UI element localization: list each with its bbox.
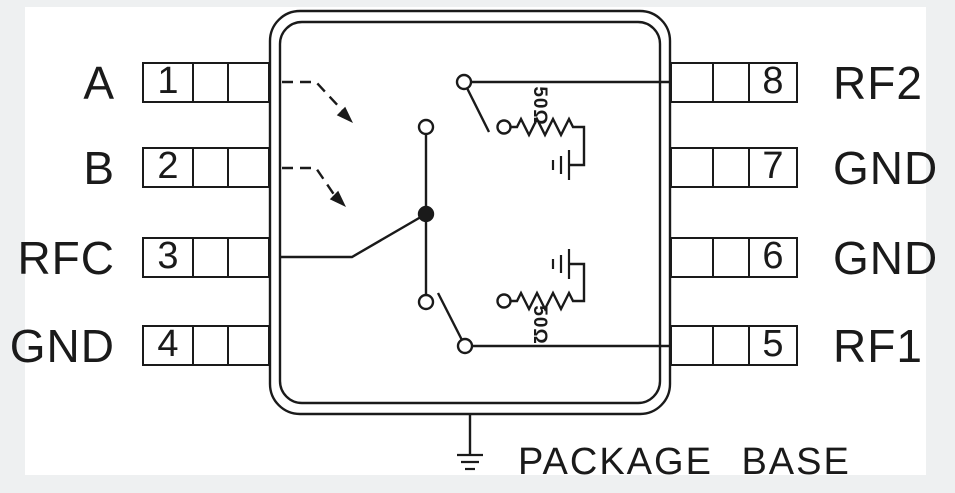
pin-cell xyxy=(229,239,268,276)
pin-number-5: 5 xyxy=(762,323,784,365)
pin-label-gnd-4: GND xyxy=(9,319,115,372)
pin-cell xyxy=(714,239,750,276)
pole-bottom-contact xyxy=(417,293,435,311)
pin-cell xyxy=(194,327,229,364)
termination-bottom-contact xyxy=(496,293,512,309)
resistor-value-bottom: 50Ω xyxy=(529,305,550,345)
pin-number-8: 8 xyxy=(762,60,784,102)
pin-cell xyxy=(672,239,714,276)
pin-box-4: 4 xyxy=(142,323,270,366)
rfc-feed-line xyxy=(280,212,427,259)
pin-number-7: 7 xyxy=(762,145,784,187)
pin-number-4: 4 xyxy=(144,323,194,365)
switch-contact-circles xyxy=(417,73,512,355)
pin-cell xyxy=(714,327,750,364)
pin-cell xyxy=(714,64,750,101)
pin-label-gnd-6: GND xyxy=(833,231,939,284)
rf1-switch-arm xyxy=(436,292,467,347)
pin-cell xyxy=(229,327,268,364)
control-arrow-b xyxy=(282,166,346,207)
resistor-zigzag-bottom xyxy=(510,262,586,312)
pin-box-3: 3 xyxy=(142,235,270,278)
package-inner-outline xyxy=(278,20,662,405)
pin-label-rfc: RFC xyxy=(17,231,115,284)
pin-number-3: 3 xyxy=(144,235,194,277)
pin-label-a: A xyxy=(83,56,115,109)
pin-cell xyxy=(672,327,714,364)
pin-box-6: 6 xyxy=(670,235,798,278)
pin-number-1: 1 xyxy=(144,60,194,102)
rf2-node-contact xyxy=(455,73,473,91)
pin-cell xyxy=(194,239,229,276)
pin-box-5: 5 xyxy=(670,323,798,366)
pin-cell xyxy=(229,64,268,101)
pin-cell xyxy=(194,149,229,186)
pin-label-b: B xyxy=(83,141,115,194)
pin-cell xyxy=(714,149,750,186)
termination-top-contact xyxy=(496,119,512,135)
pin-box-2: 2 xyxy=(142,145,270,188)
pin-label-rf2: RF2 xyxy=(833,56,923,109)
pin-box-7: 7 xyxy=(670,145,798,188)
control-arrow-a xyxy=(282,80,353,123)
pole-top-contact xyxy=(417,118,435,136)
ground-symbol-bottom xyxy=(551,249,571,279)
package-outline xyxy=(268,9,672,416)
pin-label-gnd-7: GND xyxy=(833,141,939,194)
pin-cell xyxy=(672,64,714,101)
pin-box-8: 8 xyxy=(670,60,798,103)
pin-cell xyxy=(672,149,714,186)
package-base-label: PACKAGE BASE xyxy=(518,441,851,483)
rf2-switch-arm xyxy=(462,81,491,133)
rfc-common-node xyxy=(417,205,435,223)
rf1-node-contact xyxy=(456,337,474,355)
resistor-value-top: 50Ω xyxy=(529,86,550,126)
resistor-zigzag-top xyxy=(510,116,586,167)
pin-number-2: 2 xyxy=(144,145,194,187)
pin-number-6: 6 xyxy=(762,235,784,277)
ground-symbol-package-base xyxy=(457,453,483,471)
pin-label-rf1: RF1 xyxy=(833,319,923,372)
ground-symbol-top xyxy=(551,150,571,180)
pin-box-1: 1 xyxy=(142,60,270,103)
pin-cell xyxy=(194,64,229,101)
pin-cell xyxy=(229,149,268,186)
